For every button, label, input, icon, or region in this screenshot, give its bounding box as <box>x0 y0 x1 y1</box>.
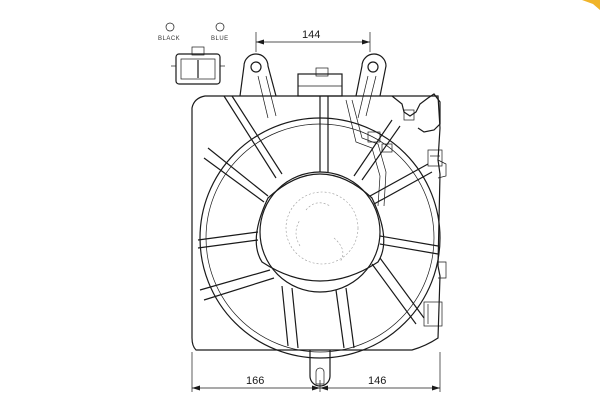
lug-rib <box>357 75 369 119</box>
strut <box>369 163 433 205</box>
strut <box>197 231 259 249</box>
strut <box>379 235 439 255</box>
strut <box>353 119 401 181</box>
dimension-label: 146 <box>368 375 386 387</box>
wire-clip <box>367 131 381 143</box>
fan-blade-sketch <box>295 219 301 247</box>
lug-outline <box>355 53 387 97</box>
shroud-right-edge <box>437 159 447 179</box>
dimension-label: 166 <box>246 375 264 387</box>
shroud-right-edge <box>438 261 447 279</box>
wire-channel-line <box>351 99 387 207</box>
dimension-bottom: 166 146 <box>191 352 441 392</box>
connector-body <box>175 53 221 85</box>
shroud-outer-frame <box>191 95 441 351</box>
strut <box>281 285 299 349</box>
blade-hub-circle <box>285 191 359 265</box>
strut <box>319 96 329 172</box>
fan-blade-sketch <box>333 237 344 263</box>
bottom-right-clip <box>423 301 443 327</box>
connector-inner <box>180 58 216 80</box>
lug-outline <box>239 53 277 97</box>
dimension-arrow <box>432 385 440 391</box>
dimension-arrow <box>320 385 328 391</box>
strut <box>203 147 269 203</box>
motor-terminal-block <box>391 93 443 167</box>
wire-clip <box>381 143 393 153</box>
lug-hole <box>367 61 379 73</box>
strut <box>335 287 355 349</box>
connector-plug-tab <box>191 46 205 56</box>
dimension-arrow <box>362 39 370 45</box>
wire-terminal-left <box>165 22 175 32</box>
mounting-lug-right <box>355 53 387 119</box>
strut <box>223 95 283 179</box>
lug-hole <box>250 61 262 73</box>
hook-slot <box>315 367 325 385</box>
mounting-lug-left <box>239 53 277 119</box>
fan-blade-sketch <box>305 202 331 211</box>
wire-connector: BLACK BLUE <box>158 22 229 85</box>
strut <box>371 257 425 325</box>
top-connector-housing <box>297 67 343 97</box>
wire-label-blue: BLUE <box>211 36 229 42</box>
lug-rib <box>257 75 269 119</box>
wire-channel-line <box>345 99 381 207</box>
dimension-arrow <box>312 385 320 391</box>
terminal-clip <box>427 149 443 167</box>
wire-terminal-right <box>215 22 225 32</box>
dimension-arrow <box>256 39 264 45</box>
wire-channel <box>345 99 393 207</box>
housing-tab <box>315 67 329 77</box>
dimension-arrow <box>192 385 200 391</box>
housing-outline <box>297 73 343 97</box>
corner-accent <box>582 0 600 10</box>
dimension-top: 144 <box>255 29 371 52</box>
wire-label-black: BLACK <box>158 36 180 42</box>
motor-hub-triangle <box>255 173 385 282</box>
shroud-struts <box>197 95 439 349</box>
terminal-tab <box>403 109 415 121</box>
strut <box>199 269 275 301</box>
dimension-label: 144 <box>302 29 320 41</box>
